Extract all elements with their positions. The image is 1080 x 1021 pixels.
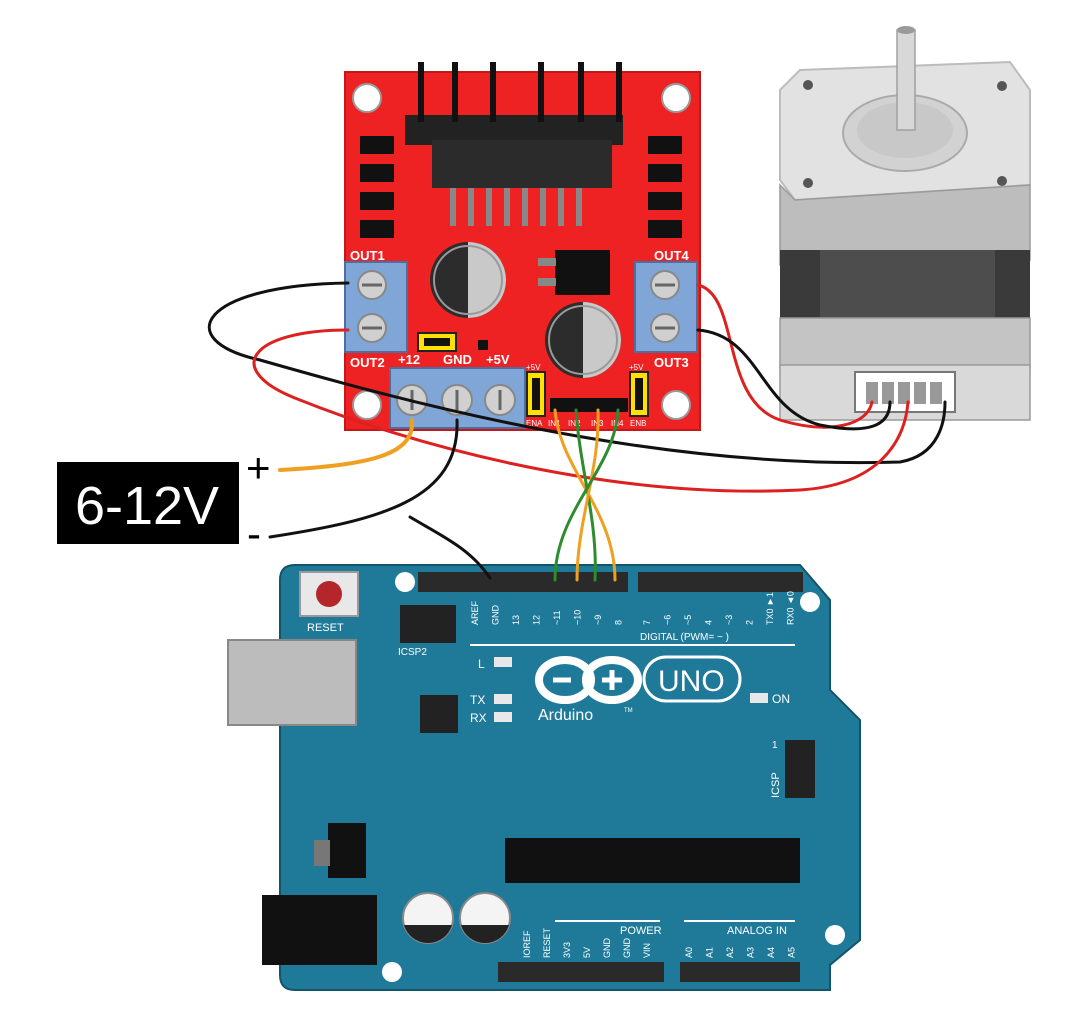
header-power	[498, 962, 664, 982]
pin-label-analog-3: A3	[746, 947, 756, 958]
header-digital-high	[418, 572, 628, 592]
label-led-l: L	[478, 657, 485, 671]
wire-out3-black	[696, 328, 892, 431]
label-tm: TM	[624, 708, 633, 714]
label-icsp-pin1: 1	[772, 740, 778, 751]
wire-gnd-arduino	[408, 515, 492, 580]
pin-label-power-1: RESET	[542, 927, 552, 958]
stepper-motor	[779, 26, 1031, 421]
pin-label-power-3: 5V	[582, 947, 592, 958]
label-jumper-5v-left: +5V	[526, 363, 541, 372]
wire-in3	[575, 408, 600, 582]
label-out2: OUT2	[350, 355, 385, 370]
pin-label-top-10: ~5	[683, 615, 693, 625]
label-out1: OUT1	[350, 248, 385, 263]
label-icsp2: ICSP2	[398, 647, 427, 658]
arduino-capacitor-1	[402, 892, 454, 944]
pin-label-top-1: GND	[491, 605, 501, 626]
pin-label-analog-1: A1	[705, 947, 715, 958]
label-ena: ENA	[526, 419, 543, 428]
capacitor-left	[430, 242, 506, 318]
pin-label-power-0: IOREF	[522, 930, 532, 958]
label-v12: +12	[398, 352, 420, 367]
power-supply-label-box	[57, 462, 239, 544]
arduino-logo	[535, 655, 742, 704]
header-analog	[680, 962, 800, 982]
wire-in1	[553, 408, 617, 582]
label-rx: RX	[470, 711, 487, 725]
label-tx: TX	[470, 693, 485, 707]
pin-label-top-6: ~9	[593, 615, 603, 625]
heat-sink	[405, 62, 623, 226]
usb-port	[227, 639, 357, 726]
pin-label-power-5: GND	[622, 938, 632, 959]
pin-label-top-7: 8	[614, 620, 624, 625]
wire-gnd-supply	[268, 418, 459, 539]
capacitor-right	[545, 302, 621, 378]
pin-label-top-4: ~11	[552, 610, 562, 625]
label-on: ON	[772, 692, 790, 706]
power-supply: 6-12V + -	[57, 444, 271, 557]
terminal-power	[389, 367, 526, 429]
pin-label-analog-2: A2	[725, 947, 735, 958]
pin-label-top-5: ~10	[573, 610, 583, 625]
wire-in4	[553, 408, 620, 582]
l298n-driver-board: OUT1 OUT2 OUT3 OUT4 +12 GND +5V +5V +5V …	[344, 62, 701, 431]
wire-plus-12v	[278, 418, 415, 472]
pin-label-top-11: 4	[704, 620, 714, 625]
atmega-chip	[505, 838, 800, 883]
pin-label-top-15: RX0 ◄0	[786, 591, 796, 625]
pin-label-analog-5: A5	[787, 947, 797, 958]
arduino-capacitor-2	[459, 892, 511, 944]
terminal-out1-out2	[344, 261, 408, 353]
pin-label-power-2: 3V3	[562, 942, 572, 958]
pin-label-top-0: AREF	[470, 600, 480, 625]
label-uno: UNO	[658, 665, 725, 698]
pin-label-top-13: 2	[745, 620, 755, 625]
pin-label-top-3: 12	[532, 615, 542, 625]
label-in2: IN2	[568, 419, 581, 428]
label-icsp: ICSP	[770, 772, 782, 798]
pin-label-power-6: VIN	[642, 943, 652, 958]
label-power: POWER	[620, 925, 662, 937]
pin-label-power-4: GND	[602, 938, 612, 959]
pin-label-top-14: TX0 ►1	[765, 592, 775, 625]
wire-out1-black	[207, 281, 947, 465]
label-out3: OUT3	[654, 355, 689, 370]
label-gnd: GND	[443, 352, 472, 367]
pin-label-analog-0: A0	[684, 947, 694, 958]
pin-label-top-8: 7	[642, 620, 652, 625]
label-in1: IN1	[548, 419, 561, 428]
pin-label-top-12: ~3	[724, 615, 734, 625]
wires	[207, 281, 947, 582]
label-reset: RESET	[307, 622, 344, 634]
label-enb: ENB	[630, 419, 646, 428]
header-digital-low	[638, 572, 803, 592]
label-analog-in: ANALOG IN	[727, 925, 787, 937]
wire-out2-red	[252, 328, 910, 493]
label-out4: OUT4	[654, 248, 689, 263]
power-supply-voltage: 6-12V	[75, 476, 219, 536]
pin-label-top-9: ~6	[663, 615, 673, 625]
wire-out4-red	[696, 283, 874, 429]
power-jack	[262, 895, 377, 965]
label-digital: DIGITAL (PWM= ~ )	[640, 632, 729, 643]
terminal-out3-out4	[634, 261, 698, 353]
reset-button	[299, 571, 359, 617]
pin-label-analog-4: A4	[766, 947, 776, 958]
label-brand: Arduino	[538, 707, 593, 724]
label-5v: +5V	[486, 352, 510, 367]
label-jumper-5v-right: +5V	[629, 363, 644, 372]
power-supply-plus: +	[246, 444, 271, 491]
pin-label-top-2: 13	[511, 615, 521, 625]
power-supply-minus: -	[247, 510, 261, 557]
